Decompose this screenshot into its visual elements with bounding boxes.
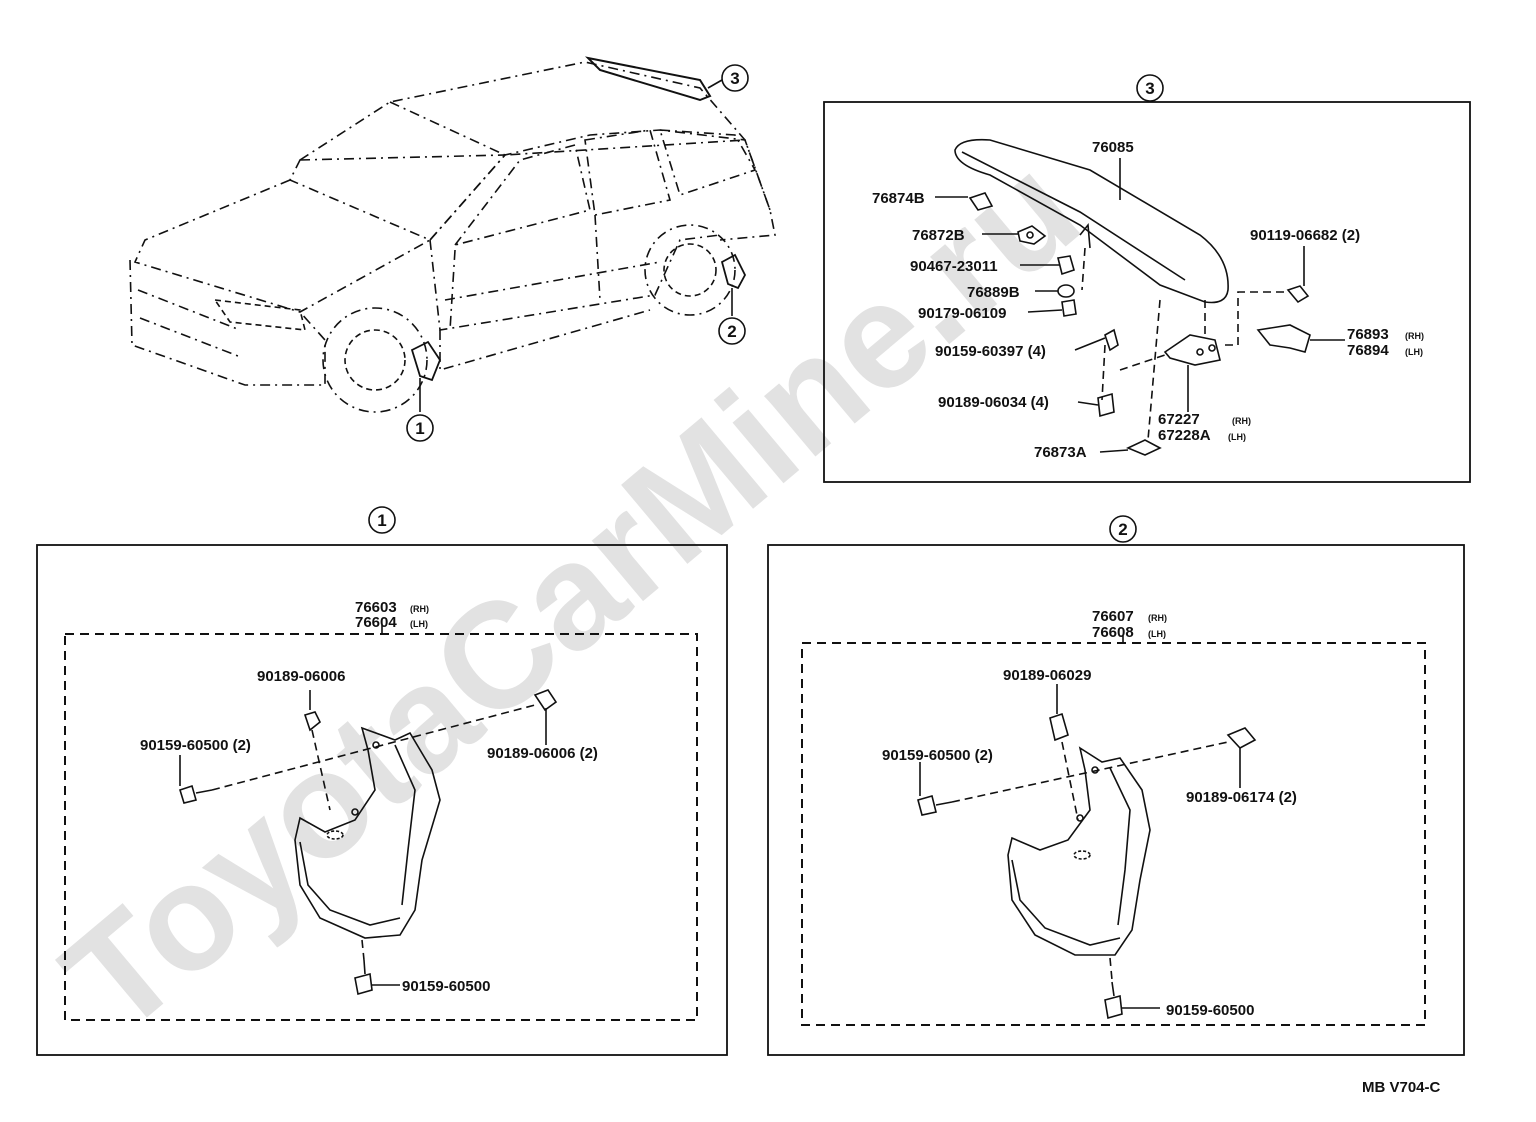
label-76893: 76893 (1347, 326, 1389, 343)
label-76894: 76894 (1347, 342, 1389, 359)
rear-panel-kit-frame (801, 642, 1426, 1026)
label-76607: 76607 (1092, 608, 1134, 625)
label-90189-06034: 90189-06034 (4) (938, 394, 1049, 411)
label-76604-side: (LH) (410, 619, 428, 629)
label-76604: 76604 (355, 614, 397, 631)
label-76603-side: (RH) (410, 604, 429, 614)
label-90159-60500-bottom: 90159-60500 (1166, 1002, 1254, 1019)
callout-3-label: 3 (730, 69, 739, 88)
label-76608: 76608 (1092, 624, 1134, 641)
label-90119-06682: 90119-06682 (2) (1250, 227, 1360, 244)
label-76874b: 76874B (872, 190, 925, 207)
label-76893-side: (RH) (1405, 331, 1424, 341)
label-67227-side: (RH) (1232, 416, 1251, 426)
rear-mudguard-labels: 76607 (RH) 76608 (LH) 90189-06029 90189-… (882, 608, 1297, 1019)
label-90189-06006-top: 90189-06006 (257, 668, 345, 685)
spoiler-drawing (935, 138, 1345, 456)
diagram-code: MB V704-C (1362, 1079, 1441, 1096)
label-90159-60500-left: 90159-60500 (2) (882, 747, 993, 764)
label-76603: 76603 (355, 599, 397, 616)
label-76085: 76085 (1092, 139, 1134, 156)
front-mudguard-drawing (179, 625, 558, 996)
label-76894-side: (LH) (1405, 347, 1423, 357)
spoiler-panel-callout-circle (1136, 74, 1164, 102)
rear-panel-callout-label: 2 (1118, 520, 1127, 539)
label-90189-06006-right: 90189-06006 (2) (487, 745, 598, 762)
car-callouts: 1 2 3 (406, 64, 749, 442)
front-mudguard-panel: 1 76603 (RH) 76604 (36, 506, 728, 1056)
rear-panel-frame (767, 544, 1465, 1056)
spoiler-panel-frame (823, 101, 1471, 483)
label-67228a-side: (LH) (1228, 432, 1246, 442)
label-90159-60397: 90159-60397 (4) (935, 343, 1046, 360)
front-panel-callout-circle (368, 506, 396, 534)
label-90159-60500-left: 90159-60500 (2) (140, 737, 251, 754)
front-panel-callout-label: 1 (377, 511, 386, 530)
callout-2-circle (718, 317, 746, 345)
rear-mudguard-drawing (917, 636, 1257, 1020)
label-90189-06029: 90189-06029 (1003, 667, 1091, 684)
callout-2-label: 2 (727, 322, 736, 341)
label-67227: 67227 (1158, 411, 1200, 428)
label-76872b: 76872B (912, 227, 965, 244)
label-76607-side: (RH) (1148, 613, 1167, 623)
spoiler-panel: 3 (823, 74, 1471, 483)
callout-1-circle (406, 414, 434, 442)
callout-1-label: 1 (415, 419, 424, 438)
car-overview (129, 56, 776, 413)
label-67228a: 67228A (1158, 427, 1211, 444)
label-76889b: 76889B (967, 284, 1020, 301)
label-90189-06174: 90189-06174 (2) (1186, 789, 1297, 806)
spoiler-panel-callout-label: 3 (1145, 79, 1154, 98)
label-90159-60500-bottom: 90159-60500 (402, 978, 490, 995)
label-90179-06109: 90179-06109 (918, 305, 1006, 322)
front-panel-kit-frame (64, 633, 698, 1021)
front-panel-frame (36, 544, 728, 1056)
front-mudguard-labels: 76603 (RH) 76604 (LH) 90189-06006 90189-… (140, 599, 598, 995)
spoiler-labels: 76085 76874B 76872B 90467-23011 76889B 9… (872, 139, 1424, 461)
label-76873a: 76873A (1034, 444, 1087, 461)
rear-panel-callout-circle (1109, 515, 1137, 543)
rear-mudguard-panel: 2 76607 (RH) 76608 (767, 515, 1465, 1056)
callout-3-circle (721, 64, 749, 92)
label-90467-23011: 90467-23011 (910, 258, 998, 275)
label-76608-side: (LH) (1148, 629, 1166, 639)
